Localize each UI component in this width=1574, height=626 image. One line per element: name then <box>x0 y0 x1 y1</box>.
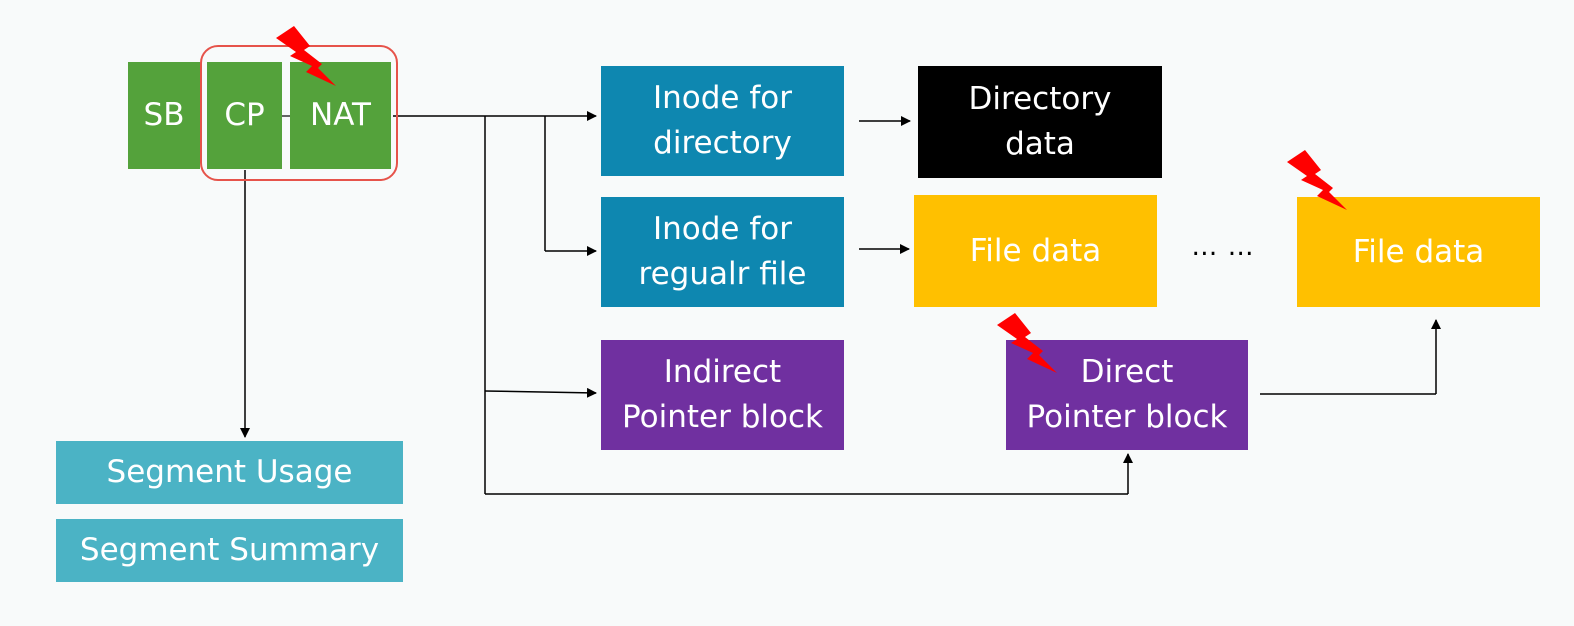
file-data-block-1: File data <box>914 195 1157 307</box>
sb-label: SB <box>143 97 185 134</box>
inode-regular-file-label: Inode for regualr file <box>638 211 807 292</box>
segment-usage-label: Segment Usage <box>106 454 353 491</box>
cp-label: CP <box>224 97 265 134</box>
inode-directory-block: Inode for directory <box>601 66 844 176</box>
nat-label: NAT <box>310 97 371 134</box>
indirect-pointer-block: Indirect Pointer block <box>601 340 844 450</box>
lightning-bolt-icon <box>997 313 1057 373</box>
lightning-bolt-icon <box>276 26 336 86</box>
file-data-label-1: File data <box>969 232 1102 269</box>
direct-pointer-block: Direct Pointer block <box>1006 340 1248 450</box>
directory-data-label: Directory data <box>968 81 1112 162</box>
cp-block: CP <box>207 62 282 169</box>
ellipsis-text: … … <box>1191 232 1255 262</box>
nat-block: NAT <box>290 62 391 169</box>
inode-directory-label: Inode for directory <box>653 80 792 161</box>
file-data-label-2: File data <box>1352 233 1485 270</box>
connector-to-indirect-pointer <box>484 387 597 398</box>
direct-pointer-label: Direct Pointer block <box>1026 354 1228 435</box>
indirect-pointer-label: Indirect Pointer block <box>622 354 823 435</box>
segment-summary-label: Segment Summary <box>79 532 380 569</box>
directory-data-block: Directory data <box>918 66 1162 178</box>
segment-usage-block: Segment Usage <box>56 441 403 504</box>
lightning-bolt-icon <box>1287 150 1347 210</box>
inode-regular-file-block: Inode for regualr file <box>601 197 844 307</box>
file-data-block-2: File data <box>1297 197 1540 307</box>
segment-summary-block: Segment Summary <box>56 519 403 582</box>
sb-block: SB <box>128 62 200 169</box>
